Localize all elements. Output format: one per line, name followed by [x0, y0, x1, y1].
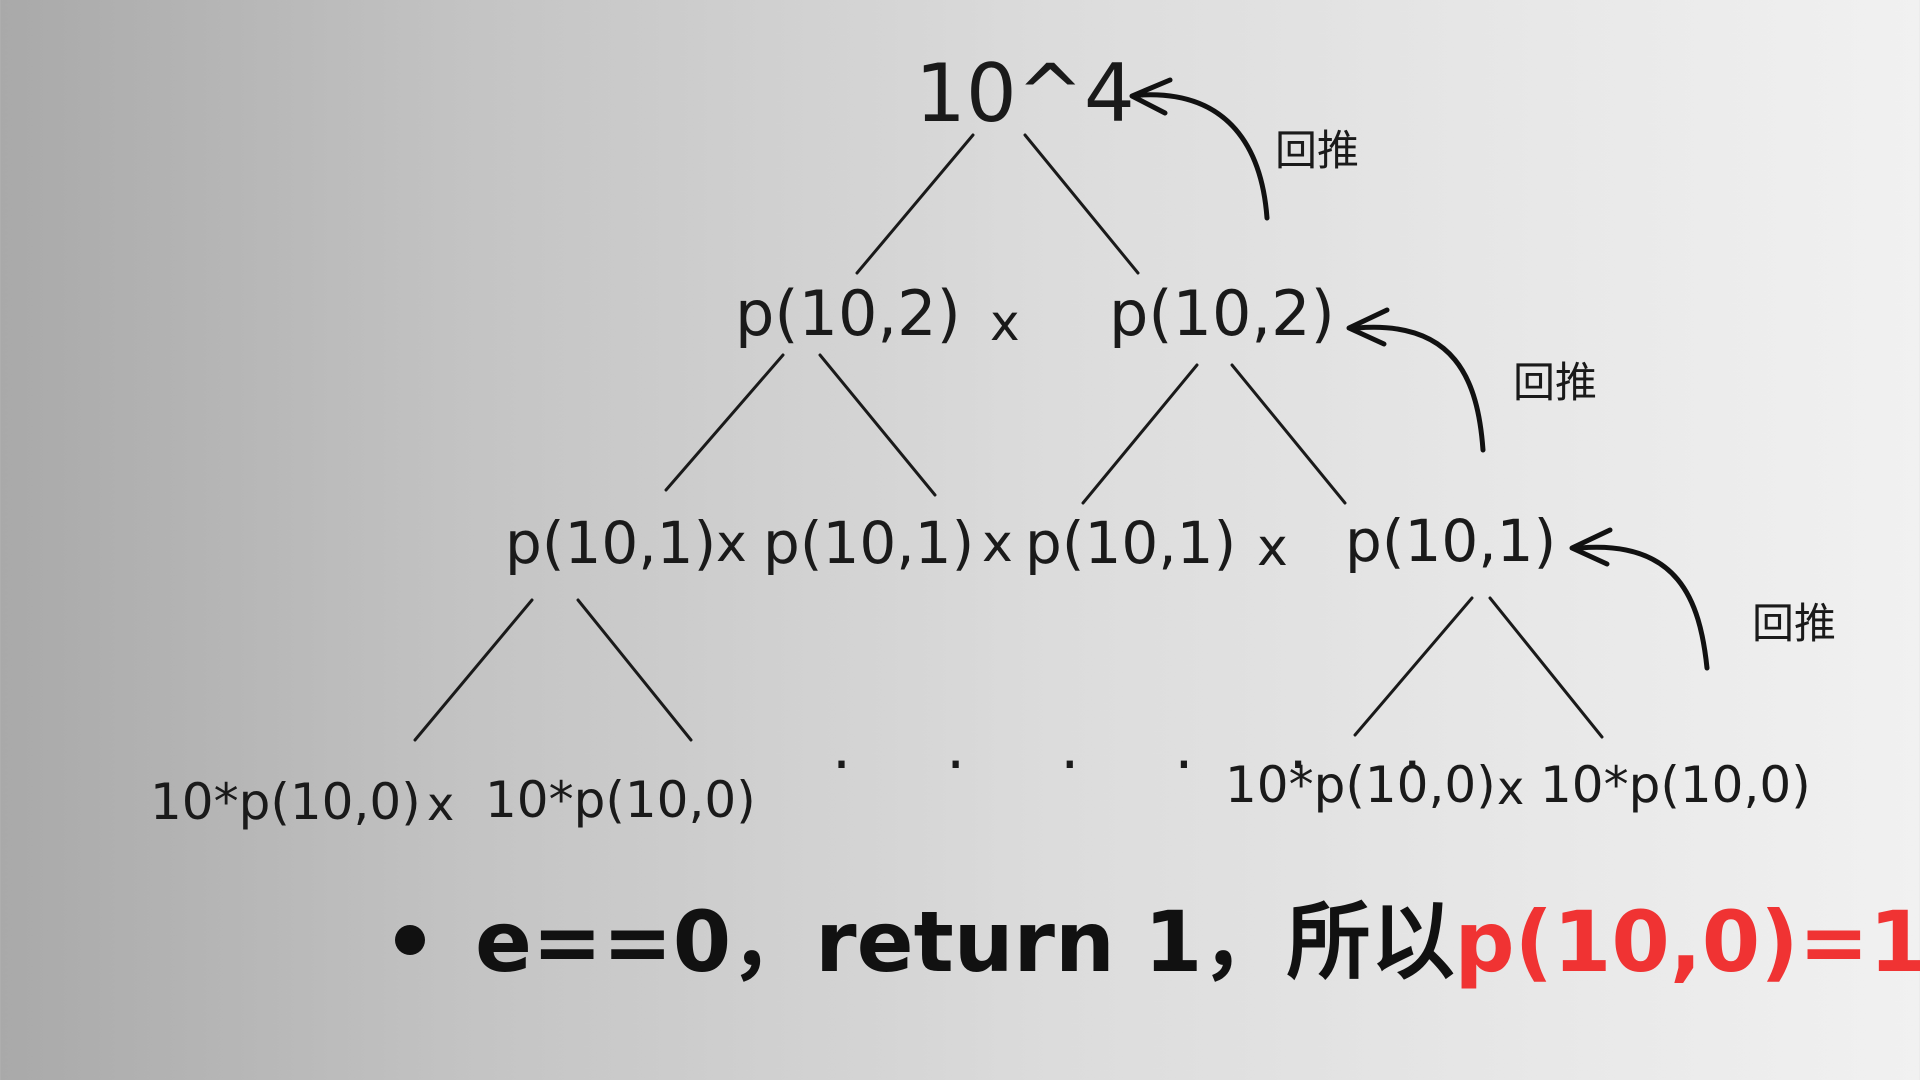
level2-operator-3: x	[1257, 518, 1288, 578]
leaf-left-b: 10*p(10,0)	[485, 771, 756, 829]
bullet-icon	[395, 925, 425, 956]
note-prefix: e==0，return 1，所以	[475, 893, 1455, 991]
level2-operator-2: x	[982, 514, 1013, 574]
back-arrow-1	[1129, 77, 1270, 221]
back-label-1: 回推	[1275, 126, 1360, 175]
level2-node-3: p(10,1)	[1025, 509, 1237, 577]
level1-operator: x	[990, 294, 1020, 352]
back-arrow-2	[1346, 307, 1486, 453]
edge-l1right-n3	[1081, 363, 1199, 505]
edge-root-left	[855, 133, 975, 275]
ellipsis-dots: · · · · · ·	[832, 730, 1460, 800]
leaf-right-a: 10*p(10,0)	[1225, 756, 1496, 814]
back-label-2: 回推	[1513, 358, 1598, 407]
edge-l1left-n1	[664, 353, 785, 492]
level2-node-1: p(10,1)	[505, 509, 717, 577]
leaf-left-operator: x	[427, 777, 455, 831]
edge-n4-leafd	[1488, 596, 1604, 739]
edge-root-right	[1023, 133, 1140, 275]
leaf-right-b: 10*p(10,0)	[1540, 756, 1811, 814]
edge-n4-leafc	[1353, 596, 1474, 737]
level2-node-2: p(10,1)	[763, 509, 975, 577]
tree-root: 10^4	[915, 47, 1135, 140]
level2-operator-1: x	[716, 514, 747, 574]
edge-l1left-n2	[818, 353, 937, 497]
back-label-3: 回推	[1752, 599, 1837, 648]
level1-left-node: p(10,2)	[735, 277, 961, 350]
edge-n1-leafa	[413, 598, 534, 742]
leaf-left-a: 10*p(10,0)	[150, 773, 421, 831]
leaf-right-operator: x	[1497, 761, 1525, 815]
note-highlight: p(10,0)=1	[1454, 893, 1920, 991]
level1-right-node: p(10,2)	[1109, 277, 1335, 350]
edge-n1-leafb	[576, 598, 693, 742]
note-line: e==0，return 1，所以p(10,0)=1	[395, 900, 1920, 984]
level2-node-4: p(10,1)	[1345, 507, 1557, 575]
edge-l1right-n4	[1230, 363, 1347, 505]
back-arrow-3	[1569, 527, 1710, 671]
